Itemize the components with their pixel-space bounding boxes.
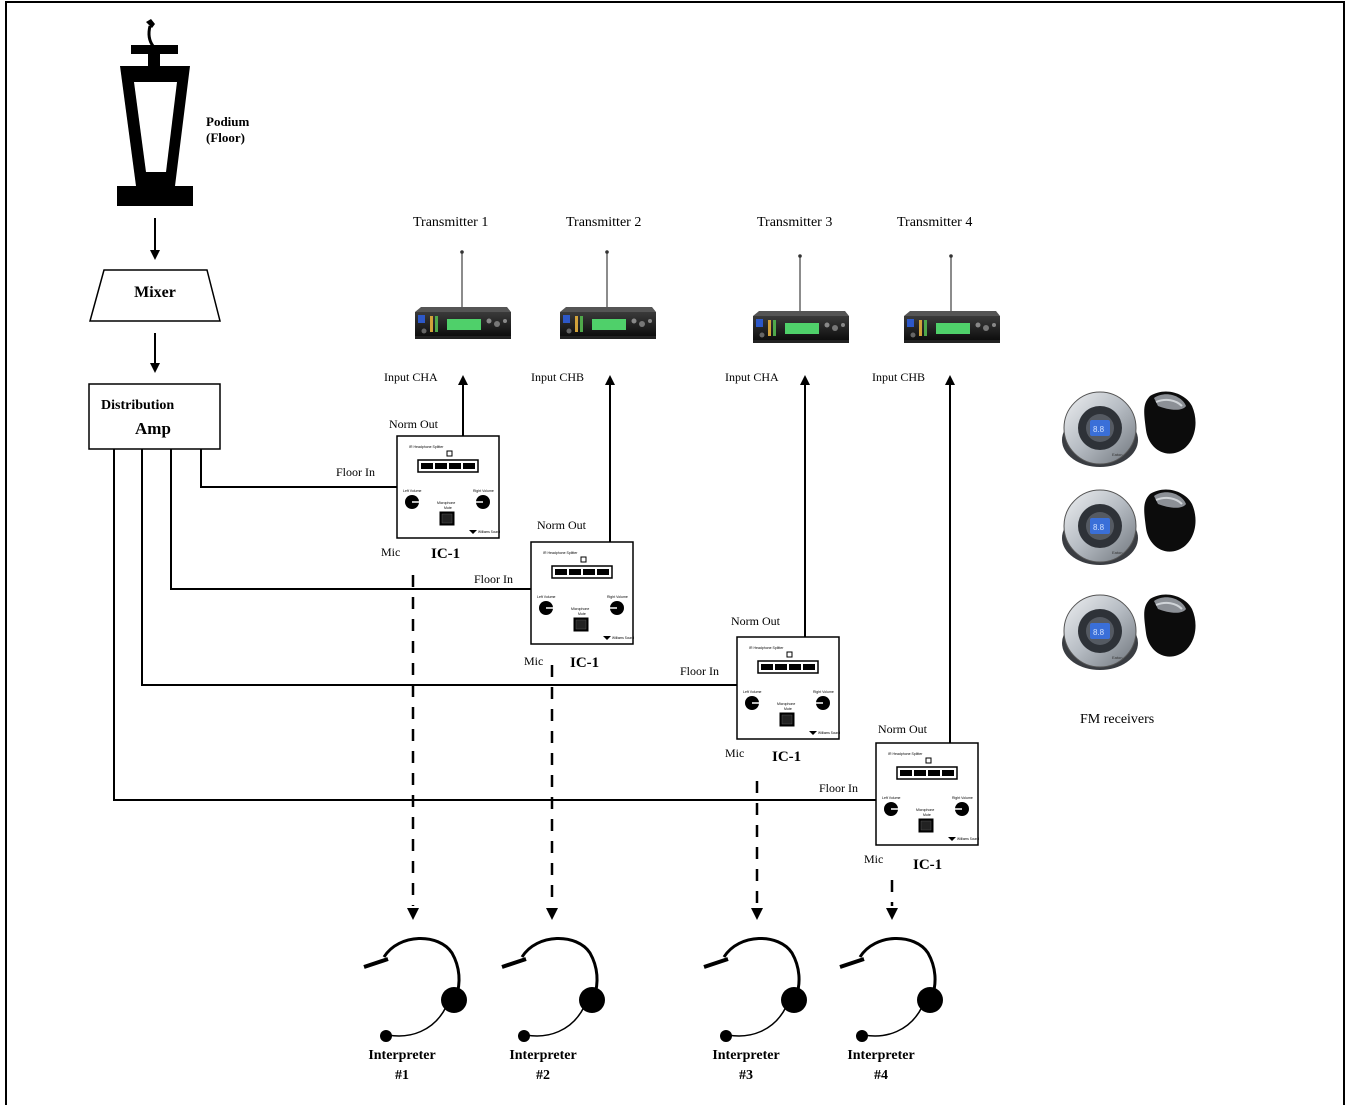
transmitter-2-icon: [559, 249, 657, 340]
ic-4-norm-out-label: Norm Out: [878, 722, 927, 736]
headset-4-icon: [838, 936, 945, 1044]
transmitter-3-icon: [752, 253, 850, 344]
podium-label-line1: Podium: [206, 114, 250, 129]
interpreter-3-label-line2: #3: [739, 1068, 753, 1083]
podium-label-line2: (Floor): [206, 130, 245, 145]
transmitter-1-input-label: Input CHA: [384, 370, 438, 384]
floor-feed-lines: [113, 449, 876, 801]
transmitter-4-input-label: Input CHB: [872, 370, 926, 384]
podium-icon: [117, 19, 193, 206]
mic-lines: [411, 575, 894, 906]
mixer-box: [89, 269, 221, 322]
transmitter-2-label: Transmitter 2: [566, 215, 642, 230]
distribution-amp-box: [88, 383, 221, 450]
ic-3-norm-out-label: Norm Out: [731, 614, 780, 628]
transmitter-3-input-label: Input CHA: [725, 370, 779, 384]
ic-1-mic-label: Mic: [381, 545, 401, 559]
headset-2-icon: [500, 936, 607, 1044]
ic-4-unit-label: IC-1: [913, 857, 943, 873]
interpreter-1-label: Interpreter #1: [352, 1046, 452, 1086]
ic-1-panel-2-icon: [530, 541, 635, 645]
transmitter-2-input-label: Input CHB: [531, 370, 585, 384]
fm-receiver-2-icon: [1061, 488, 1197, 566]
headset-1-icon: [362, 936, 469, 1044]
fm-receiver-1-icon: [1061, 390, 1197, 468]
ic-1-floor-in-label: Floor In: [336, 465, 375, 479]
ic-2-unit-label: IC-1: [570, 655, 600, 671]
interpreter-1-label-line1: Interpreter: [368, 1048, 436, 1063]
ic-1-panel-4-icon: [875, 742, 980, 846]
ic-4-floor-in-label: Floor In: [819, 781, 858, 795]
interpreter-2-label: Interpreter #2: [493, 1046, 593, 1086]
headset-3-icon: [702, 936, 809, 1044]
ic-2-floor-in-label: Floor In: [474, 572, 513, 586]
transmitter-1-label: Transmitter 1: [413, 215, 489, 230]
ic-1-unit-label: IC-1: [431, 546, 461, 562]
fm-receiver-3-icon: [1061, 593, 1197, 671]
interpreter-2-label-line1: Interpreter: [509, 1048, 577, 1063]
interpreter-4-label: Interpreter #4: [831, 1046, 931, 1086]
interpreter-2-label-line2: #2: [536, 1068, 550, 1083]
mixer-label: Mixer: [134, 284, 176, 301]
ic-1-norm-out-label: Norm Out: [389, 417, 438, 431]
ic-1-panel-3-icon: [736, 636, 841, 740]
interpreter-3-label-line1: Interpreter: [712, 1048, 780, 1063]
transmitter-1-icon: [414, 249, 512, 340]
ic-2-norm-out-label: Norm Out: [537, 518, 586, 532]
transmitter-4-icon: [903, 253, 1001, 344]
transmitter-4-label: Transmitter 4: [897, 215, 973, 230]
mic-arrowheads: [407, 908, 898, 920]
ic-3-floor-in-label: Floor In: [680, 664, 719, 678]
norm-out-lines: [458, 375, 955, 743]
distribution-amp-label-line1: Distribution: [101, 398, 175, 413]
transmitter-3-label: Transmitter 3: [757, 215, 833, 230]
ic-2-mic-label: Mic: [524, 654, 544, 668]
ic-4-mic-label: Mic: [864, 852, 884, 866]
interpreter-1-label-line2: #1: [395, 1068, 409, 1083]
diagram-border: [5, 1, 1345, 1105]
interpreter-3-label: Interpreter #3: [696, 1046, 796, 1086]
ic-1-panel-1-icon: [396, 435, 501, 539]
ic-3-unit-label: IC-1: [772, 749, 802, 765]
distribution-amp-label-line2: Amp: [135, 419, 171, 438]
fm-receivers-label: FM receivers: [1080, 712, 1155, 727]
interpreter-4-label-line2: #4: [874, 1068, 888, 1083]
ic-3-mic-label: Mic: [725, 746, 745, 760]
interpreter-4-label-line1: Interpreter: [847, 1048, 915, 1063]
podium-label: Podium (Floor): [206, 114, 249, 146]
